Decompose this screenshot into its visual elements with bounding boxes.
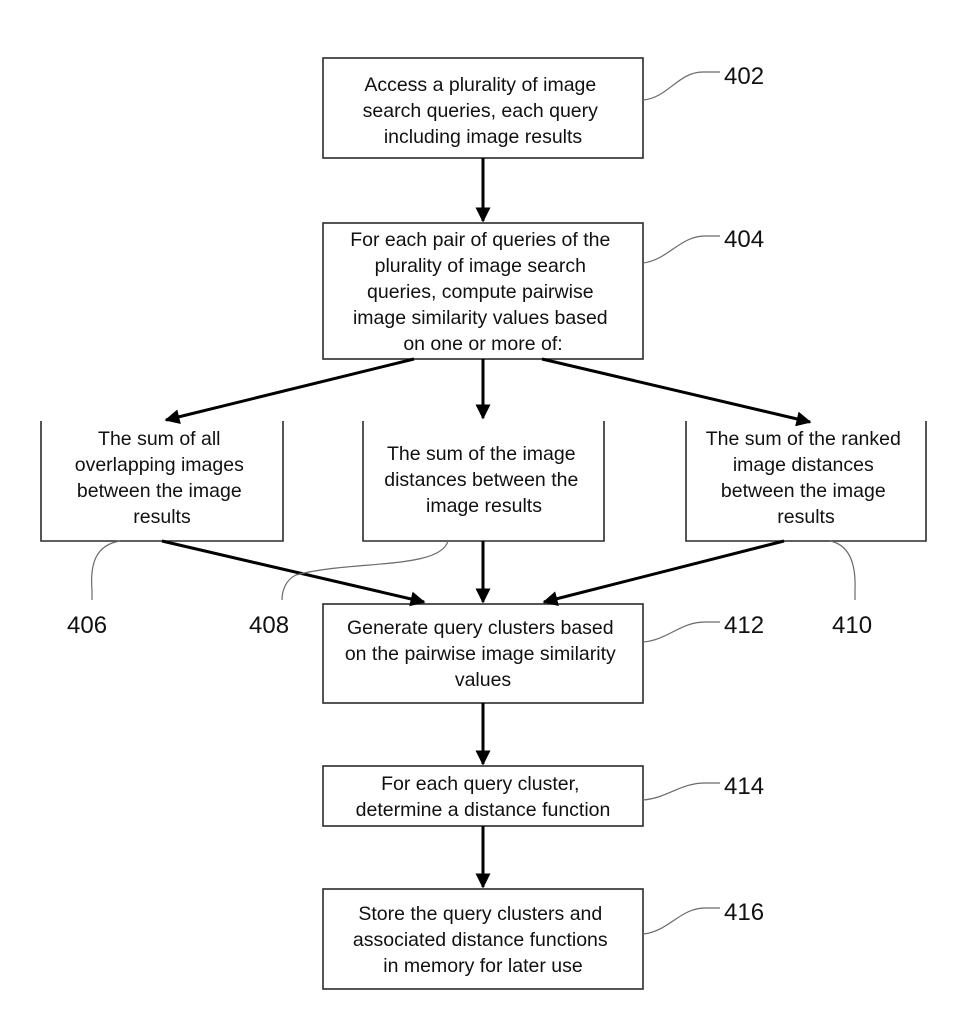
leader-410 (829, 540, 856, 600)
step-text-414: For each query cluster, determine a dist… (356, 773, 611, 821)
step-box-416 (322, 888, 644, 990)
leader-406 (91, 540, 121, 600)
step-box-410 (685, 421, 927, 542)
ref-label-404: 404 (724, 226, 764, 253)
ref-label-416: 416 (724, 899, 764, 926)
ref-label-406: 406 (67, 612, 107, 639)
step-box-404 (322, 222, 644, 360)
ref-label-402: 402 (724, 63, 764, 90)
ref-label-412: 412 (724, 612, 764, 639)
step-text-402: Access a plurality of image search queri… (363, 74, 604, 148)
ref-label-414: 414 (724, 773, 764, 800)
arrow-404-to-410 (541, 357, 812, 427)
step-box-402 (322, 57, 644, 159)
ref-label-410: 410 (832, 612, 872, 639)
leader-414 (642, 782, 720, 801)
step-text-406: The sum of all overlapping images betwee… (75, 428, 250, 528)
step-box-412 (322, 603, 644, 704)
ref-label-408: 408 (249, 612, 289, 639)
step-box-414 (322, 765, 644, 827)
arrow-404-to-406 (164, 357, 415, 425)
leader-404 (642, 235, 720, 264)
step-text-412: Generate query clusters based on the pai… (345, 617, 621, 691)
leader-416 (642, 907, 720, 935)
step-text-408: The sum of the image distances between t… (384, 443, 583, 517)
leader-412 (642, 621, 720, 643)
leader-408 (281, 540, 449, 601)
step-text-404: For each pair of queries of the pluralit… (350, 229, 616, 355)
arrow-406-to-412 (161, 539, 426, 607)
leader-402 (642, 71, 720, 101)
arrow-410-to-412 (542, 539, 785, 606)
step-text-416: Store the query clusters and associated … (353, 903, 613, 977)
step-text-410: The sum of the ranked image distances be… (706, 428, 907, 528)
